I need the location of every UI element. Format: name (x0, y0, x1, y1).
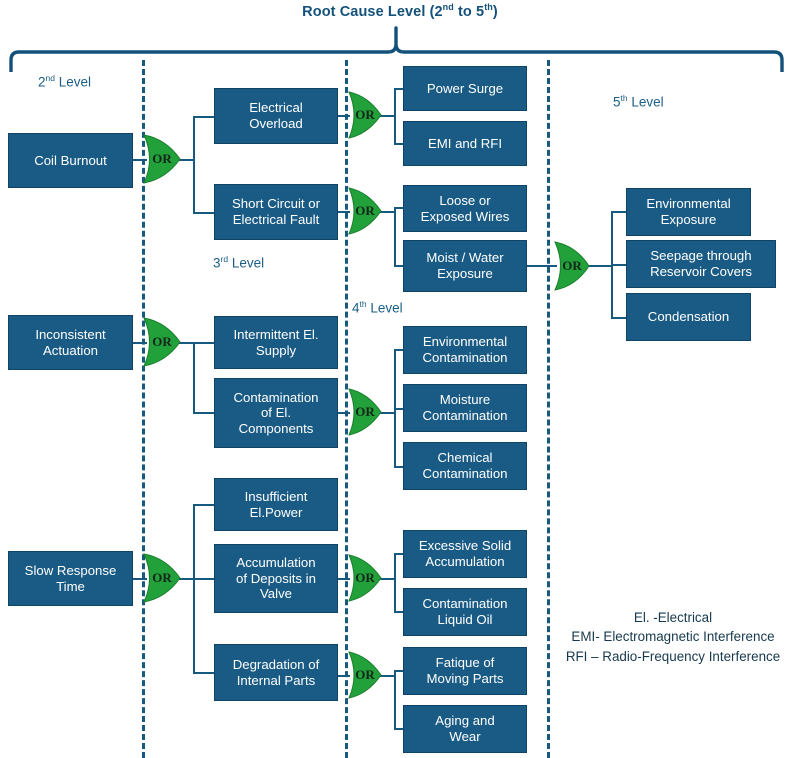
node-fatique-of-moving-parts[interactable]: Fatique of Moving Parts (403, 647, 527, 695)
connector-gate-shortcircuit-out (379, 211, 395, 213)
node-accumulation-of-deposits-in-valve[interactable]: Accumulation of Deposits in Valve (214, 544, 338, 613)
connector-shortcircuit-to-moist (394, 265, 405, 267)
column-separator-3 (547, 60, 550, 758)
node-contamination-liquid-oil[interactable]: Contamination Liquid Oil (403, 588, 527, 636)
connector-moist-to-envexposure (611, 211, 627, 213)
node-condensation[interactable]: Condensation (626, 293, 751, 341)
level-label-3rd: 3rd Level (213, 254, 265, 271)
connector-inconsistent-to-gate (133, 342, 147, 344)
column-separator-2 (345, 60, 348, 758)
connector-gate-coil-out (176, 159, 194, 161)
node-moisture-contamination[interactable]: Moisture Contamination (403, 384, 527, 432)
connector-shortcircuit-to-gate (337, 211, 350, 213)
node-environmental-contamination[interactable]: Environmental Contamination (403, 326, 527, 374)
connector-overload-to-powersurge (394, 88, 405, 90)
node-loose-or-exposed-wires[interactable]: Loose or Exposed Wires (403, 185, 527, 232)
connector-shortcircuit-to-loose (394, 207, 405, 209)
node-excessive-solid-accumulation[interactable]: Excessive Solid Accumulation (403, 530, 527, 578)
node-insufficient-el-power[interactable]: Insufficient El.Power (214, 478, 338, 531)
connector-gate-moist-out (586, 265, 612, 267)
connector-slow-to-accumulation (193, 578, 215, 580)
top-brace (9, 26, 784, 72)
node-slow-response-time[interactable]: Slow Response Time (8, 551, 133, 606)
connector-moist-to-gate (527, 265, 557, 267)
node-moist-water-exposure[interactable]: Moist / Water Exposure (403, 240, 527, 292)
node-environmental-exposure[interactable]: Environmental Exposure (626, 188, 751, 236)
connector-coil-to-gate (133, 159, 147, 161)
connector-accumulation-bus (394, 553, 396, 612)
connector-gate-degradation-out (379, 675, 395, 677)
node-contamination-of-el-components[interactable]: Contamination of El. Components (214, 378, 338, 448)
level-label-5th: 5th Level (613, 93, 664, 110)
or-gate-slow-response[interactable]: OR (142, 552, 182, 604)
node-power-surge[interactable]: Power Surge (403, 66, 527, 111)
connector-slow-bus (193, 504, 195, 672)
connector-overload-to-emirfi (394, 143, 405, 145)
or-gate-coil-burnout[interactable]: OR (142, 133, 182, 185)
connector-degradation-to-fatique (394, 670, 405, 672)
or-gate-inconsistent-actuation[interactable]: OR (142, 316, 182, 368)
or-gate-degradation-internal-parts[interactable]: OR (347, 650, 383, 700)
connector-gate-slow-out (176, 578, 194, 580)
connector-inconsistent-to-contamination (193, 412, 215, 414)
node-seepage-through-reservoir-covers[interactable]: Seepage through Reservoir Covers (626, 240, 776, 288)
or-gate-contamination-el-components[interactable]: OR (347, 387, 383, 437)
or-gate-accumulation-deposits[interactable]: OR (347, 553, 383, 603)
connector-contamination-to-chemical (394, 466, 405, 468)
connector-gate-overload-out (379, 115, 395, 117)
node-emi-and-rfi[interactable]: EMI and RFI (403, 121, 527, 166)
connector-coil-to-shortcircuit (193, 212, 215, 214)
node-inconsistent-actuation[interactable]: Inconsistent Actuation (8, 315, 133, 370)
connector-coil-bus (193, 116, 195, 213)
level-label-2nd: 2nd Level (38, 73, 92, 90)
connector-slow-to-insufficient (193, 504, 215, 506)
connector-slow-to-degradation (193, 672, 215, 674)
connector-degradation-to-aging (394, 728, 405, 730)
connector-degradation-bus (394, 670, 396, 729)
connector-overload-to-gate (337, 115, 350, 117)
node-short-circuit-electrical-fault[interactable]: Short Circuit or Electrical Fault (214, 184, 338, 240)
connector-overload-bus (394, 88, 396, 144)
or-gate-electrical-overload[interactable]: OR (347, 90, 383, 140)
page-title: Root Cause Level (2nd to 5th) (302, 2, 498, 20)
connector-degradation-to-gate (337, 675, 350, 677)
or-gate-moist-water-exposure[interactable]: OR (553, 240, 591, 292)
node-intermittent-el-supply[interactable]: Intermittent El. Supply (214, 316, 338, 369)
node-aging-and-wear[interactable]: Aging and Wear (403, 705, 527, 753)
connector-accumulation-to-excessive (394, 553, 405, 555)
node-electrical-overload[interactable]: Electrical Overload (214, 88, 338, 144)
connector-contamination-to-gate (337, 412, 350, 414)
connector-gate-inconsistent-out (176, 342, 194, 344)
level-label-4th: 4th Level (352, 299, 403, 316)
connector-contamination-to-moisture (394, 408, 405, 410)
abbreviation-legend: El. -Electrical EMI- Electromagnetic Int… (565, 610, 781, 664)
connector-moist-to-seepage (611, 264, 627, 266)
or-gate-short-circuit[interactable]: OR (347, 186, 383, 236)
connector-accumulation-to-gate (337, 578, 350, 580)
column-separator-1 (142, 60, 145, 758)
connector-gate-contamination-out (379, 412, 395, 414)
connector-coil-to-overload (193, 116, 215, 118)
connector-shortcircuit-bus (394, 207, 396, 267)
connector-inconsistent-bus (193, 342, 195, 414)
connector-moist-to-condensation (611, 317, 627, 319)
node-degradation-of-internal-parts[interactable]: Degradation of Internal Parts (214, 644, 338, 701)
connector-inconsistent-to-intermittent (193, 342, 215, 344)
connector-accumulation-to-liquidoil (394, 611, 405, 613)
connector-gate-accumulation-out (379, 578, 395, 580)
node-chemical-contamination[interactable]: Chemical Contamination (403, 442, 527, 490)
connector-slow-to-gate (133, 578, 147, 580)
node-coil-burnout[interactable]: Coil Burnout (8, 133, 133, 188)
connector-contamination-to-envcont (394, 349, 405, 351)
